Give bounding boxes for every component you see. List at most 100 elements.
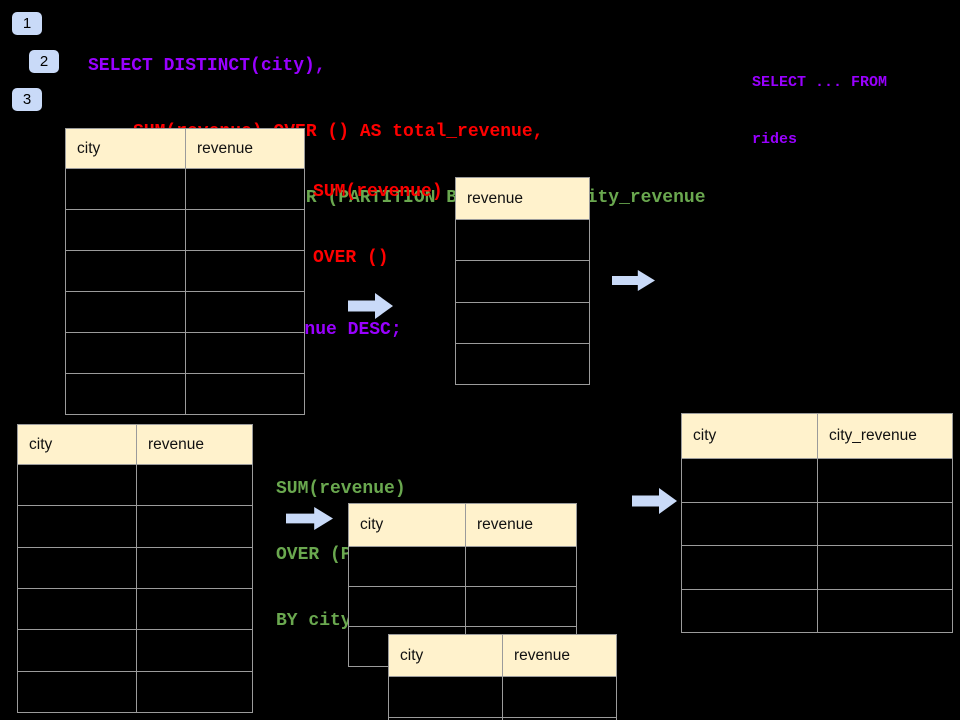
table-empty-row (349, 586, 576, 626)
table-empty-row (389, 717, 616, 720)
table-total-revenue: revenue (455, 177, 590, 385)
column-header-revenue: revenue (477, 516, 534, 533)
table-empty-cell (18, 506, 137, 547)
table-empty-row (66, 291, 304, 332)
table-empty-row (66, 209, 304, 250)
sql-line-select: SELECT DISTINCT(city), (88, 56, 326, 76)
table-empty-cell (466, 587, 576, 626)
table-result: city city_revenue (681, 413, 953, 633)
table-empty-row (389, 676, 616, 717)
table-empty-row (66, 373, 304, 414)
table-header-row: city revenue (349, 504, 576, 546)
table-body (456, 219, 589, 384)
table-partition-second: city revenue (388, 634, 617, 720)
table-header-row: city revenue (18, 425, 252, 464)
table-empty-cell (456, 220, 589, 260)
table-empty-cell (66, 210, 186, 250)
table-empty-cell (349, 547, 466, 586)
table-empty-cell (137, 589, 252, 629)
table-empty-cell (66, 251, 186, 291)
table-empty-cell (186, 374, 304, 414)
table-empty-cell (818, 503, 952, 546)
table-empty-cell (66, 333, 186, 373)
table-empty-row (66, 250, 304, 291)
table-empty-cell (456, 344, 589, 384)
table-empty-row (66, 332, 304, 373)
table-empty-cell (682, 546, 818, 589)
table-empty-cell (18, 547, 137, 588)
side-note-select-from: SELECT ... FROM rides (752, 35, 887, 187)
table-empty-row (682, 458, 952, 502)
arrow-from-total-icon (612, 270, 655, 291)
table-body (66, 168, 304, 414)
table-empty-cell (466, 547, 576, 586)
arrow-to-total-icon (348, 293, 393, 319)
table-empty-cell (18, 465, 137, 506)
over-clause-label-line-1: SUM(revenue) (313, 182, 443, 202)
table-empty-cell (389, 718, 503, 720)
table-empty-cell (186, 169, 304, 209)
table-header-row: city city_revenue (682, 414, 952, 458)
table-empty-cell (349, 587, 466, 626)
column-header-city: city (349, 504, 466, 546)
table-empty-row (456, 342, 589, 384)
table-empty-row (682, 588, 952, 633)
table-empty-cell (186, 292, 304, 332)
over-clause-label: SUM(revenue) OVER () (313, 137, 443, 313)
table-empty-row (456, 260, 589, 301)
table-body (18, 464, 252, 712)
table-empty-cell (682, 459, 818, 502)
table-header-row: revenue (456, 178, 589, 219)
column-header-city: city (18, 425, 137, 464)
arrow-to-result-icon (632, 488, 677, 514)
column-header-revenue: revenue (514, 646, 571, 664)
over-clause-label-line-2: OVER () (313, 248, 389, 268)
partition-clause-label-line-1: SUM(revenue) (276, 479, 406, 499)
table-empty-row (456, 301, 589, 343)
table-empty-row (66, 168, 304, 209)
step-badge-3: 3 (12, 88, 42, 111)
table-empty-row (456, 219, 589, 260)
table-empty-cell (137, 630, 252, 670)
table-empty-row (18, 629, 252, 671)
table-empty-row (18, 464, 252, 506)
step-badge-1: 1 (12, 12, 42, 35)
side-note-line-1: SELECT ... FROM (752, 74, 888, 91)
table-empty-cell (18, 630, 137, 671)
column-header-revenue: revenue (197, 139, 254, 157)
table-empty-row (682, 501, 952, 546)
table-empty-cell (818, 546, 952, 589)
arrow-to-partition-icon (286, 507, 333, 530)
table-empty-cell (66, 374, 186, 414)
table-empty-cell (818, 590, 952, 633)
table-empty-cell (186, 251, 304, 291)
column-header-city: city (66, 129, 186, 168)
table-empty-cell (66, 169, 186, 209)
table-empty-cell (137, 672, 252, 712)
table-empty-cell (137, 548, 252, 588)
table-empty-row (349, 546, 576, 586)
column-header-revenue: revenue (467, 189, 524, 207)
table-empty-cell (818, 459, 952, 502)
table-empty-cell (389, 677, 503, 717)
side-note-line-2: rides (752, 131, 798, 148)
table-empty-cell (137, 506, 252, 546)
table-empty-row (18, 505, 252, 547)
table-empty-row (18, 670, 252, 712)
table-empty-cell (186, 210, 304, 250)
table-header-row: city revenue (66, 129, 304, 168)
table-empty-cell (682, 502, 818, 545)
table-source-bottom: city revenue (17, 424, 253, 713)
table-empty-row (18, 546, 252, 588)
step-badge-2: 2 (29, 50, 59, 73)
table-header-row: city revenue (389, 635, 616, 676)
column-header-city: city (682, 414, 818, 458)
table-empty-cell (18, 588, 137, 630)
table-empty-cell (456, 303, 589, 343)
table-empty-row (682, 545, 952, 589)
table-empty-cell (186, 333, 304, 373)
table-empty-cell (18, 671, 137, 712)
table-body (682, 458, 952, 632)
table-empty-cell (503, 677, 616, 717)
